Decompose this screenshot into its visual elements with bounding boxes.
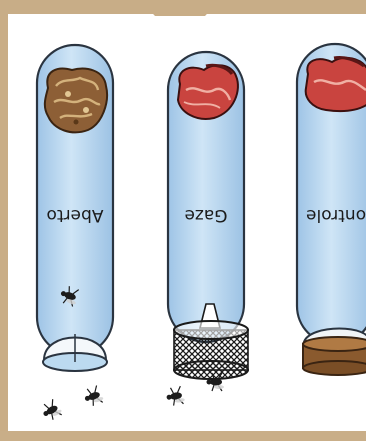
fresh-meat-icon — [306, 57, 366, 111]
sealed-cap-icon — [303, 329, 366, 376]
tube-label-aberto: Aberto — [47, 205, 104, 225]
fly-icon — [165, 386, 185, 407]
decayed-meat-icon — [45, 69, 107, 133]
fly-icon — [39, 398, 63, 422]
tube-label-gaze: Gaze — [185, 205, 228, 225]
tube-aberto: Aberto — [37, 45, 113, 423]
fly-icon — [82, 385, 105, 408]
tube-gaze: Gaze — [165, 52, 248, 407]
tube-controle: Controle — [297, 44, 366, 375]
top-notch — [140, 0, 220, 16]
tube-label-controle: Controle — [306, 205, 366, 225]
